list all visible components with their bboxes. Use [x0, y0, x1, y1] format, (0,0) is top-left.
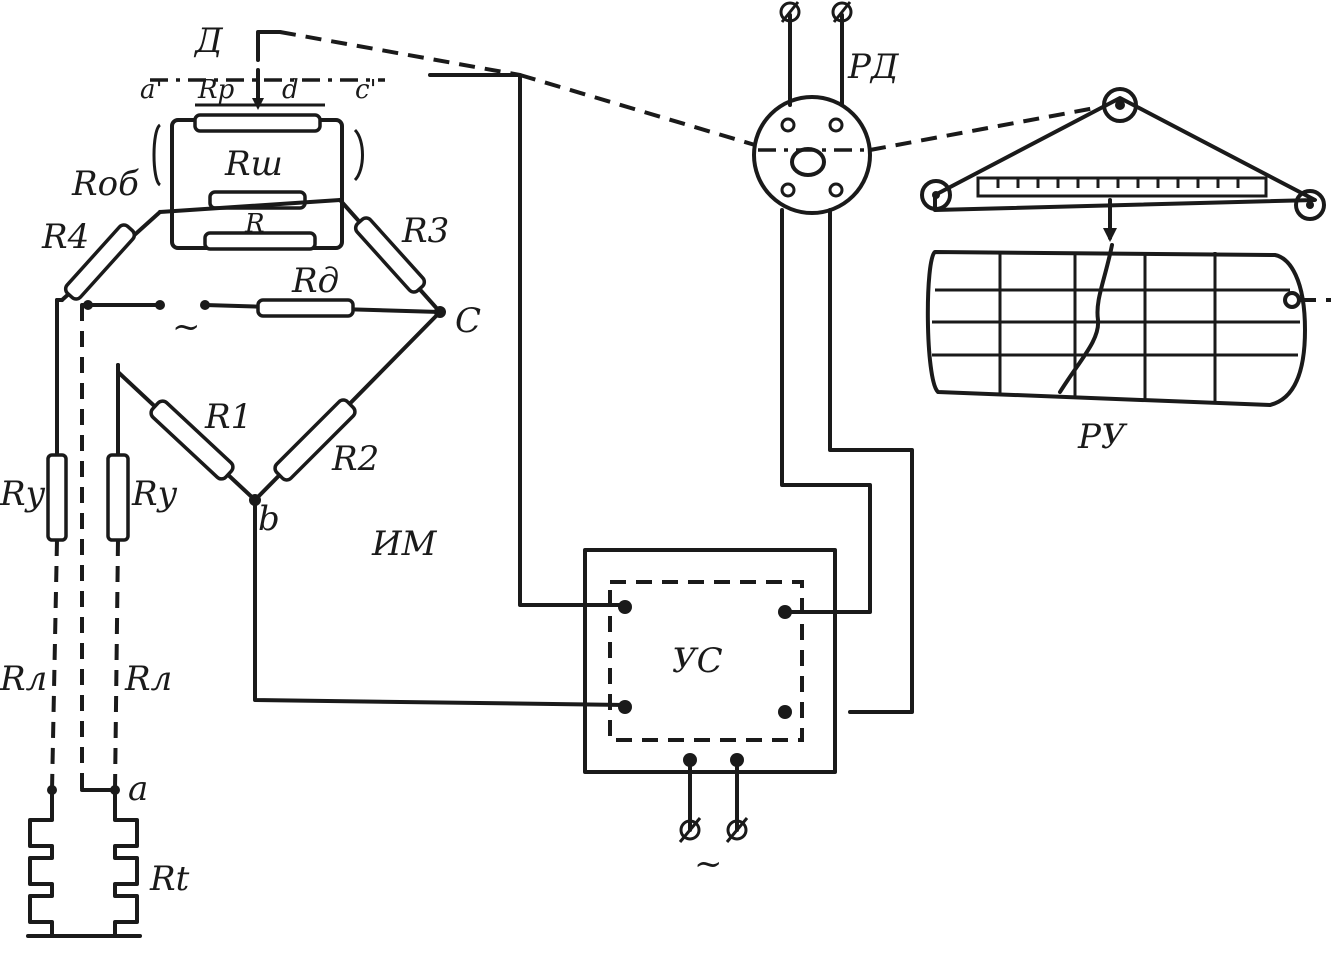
- label-ry-left: Rу: [0, 474, 46, 514]
- label-r3: R3: [401, 211, 449, 251]
- r1-resistor: [149, 399, 235, 481]
- rd-motor: [752, 1, 872, 215]
- rp-resistor: [193, 113, 322, 133]
- r-resistor: [203, 231, 317, 251]
- label-rd-motor: РД: [847, 47, 900, 87]
- label-node-a: a: [128, 769, 148, 809]
- label-ry-right: Rу: [131, 474, 178, 514]
- label-node-c: C: [455, 301, 481, 341]
- label-rob: Rоб: [71, 164, 139, 204]
- us-amplifier: [583, 548, 837, 843]
- label-r1: R1: [204, 397, 252, 437]
- rt-sensor: [26, 788, 142, 938]
- label-rt: Rt: [149, 859, 190, 899]
- label-tilde-supply: ~: [694, 844, 723, 884]
- label-rp: Rp: [197, 75, 235, 105]
- label-node-b: b: [258, 499, 280, 539]
- label-r: R: [244, 209, 265, 239]
- rheostat-assembly: [150, 30, 521, 110]
- wiring: [253, 73, 914, 714]
- label-r2: R2: [331, 439, 379, 479]
- rob-network: [152, 113, 364, 251]
- link-motor-recorder: [869, 106, 1096, 152]
- label-a-prime: a': [140, 75, 163, 105]
- ry-left-resistor: [46, 453, 68, 542]
- label-ru: РУ: [1077, 417, 1128, 457]
- label-rl-left: Rл: [0, 659, 47, 699]
- label-im: ИМ: [371, 524, 438, 564]
- label-d-contact: d: [282, 75, 299, 105]
- label-rd: Rд: [291, 261, 339, 301]
- ry-right-resistor: [106, 453, 130, 542]
- r2-resistor: [273, 398, 357, 482]
- ru-recorder: [920, 87, 1331, 407]
- r3-resistor: [353, 216, 427, 294]
- label-r4: R4: [41, 217, 89, 257]
- label-d-slider: Д: [193, 21, 224, 61]
- label-rl-right: Rл: [124, 659, 172, 699]
- rd-resistor: [256, 298, 355, 318]
- label-tilde-bridge: ~: [172, 307, 201, 347]
- label-c-prime: c': [355, 75, 377, 105]
- r4-resistor: [63, 223, 137, 301]
- measuring-bridge: [60, 198, 446, 506]
- label-rsh: Rш: [224, 144, 283, 184]
- label-us: УС: [672, 641, 723, 681]
- line-leads: [46, 298, 130, 795]
- link-rheostat-motor: [519, 73, 756, 147]
